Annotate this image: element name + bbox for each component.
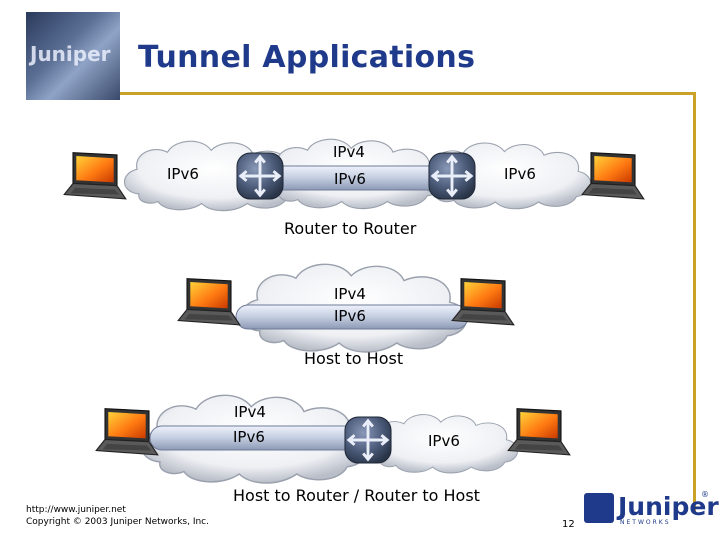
d3-right-label: IPv6 <box>428 432 460 450</box>
d3-top-label: IPv4 <box>234 403 266 421</box>
logo-subtitle: NETWORKS <box>620 519 671 526</box>
laptop-icon <box>177 278 241 326</box>
d3-caption: Host to Router / Router to Host <box>233 486 480 505</box>
page-number: 12 <box>562 519 575 530</box>
juniper-mark-icon <box>584 493 614 523</box>
logo-name: Juniper <box>618 492 719 521</box>
d2-tunnel-label: IPv6 <box>334 307 366 325</box>
d3-tunnel-label: IPv6 <box>233 428 265 446</box>
d1-caption: Router to Router <box>284 219 417 238</box>
d1-top-label: IPv4 <box>333 143 365 161</box>
laptop-icon <box>451 278 515 326</box>
laptop-icon <box>581 152 645 200</box>
header-rule <box>120 92 696 95</box>
slide-title: Tunnel Applications <box>138 40 476 75</box>
router-icon <box>344 416 392 464</box>
header-photo-text: Juniper <box>30 42 111 66</box>
d2-caption: Host to Host <box>304 349 404 368</box>
laptop-icon <box>507 408 571 456</box>
laptop-icon <box>95 408 159 456</box>
router-icon <box>428 152 476 200</box>
side-rule <box>693 92 696 512</box>
d1-left-label: IPv6 <box>167 165 199 183</box>
d2-top-label: IPv4 <box>334 285 366 303</box>
laptop-icon <box>63 152 127 200</box>
d1-tunnel-label: IPv6 <box>334 170 366 188</box>
footer-url[interactable]: http://www.juniper.net <box>26 505 126 515</box>
footer-copyright: Copyright © 2003 Juniper Networks, Inc. <box>26 517 209 527</box>
header-photo: Juniper <box>26 12 120 100</box>
router-icon <box>236 152 284 200</box>
d1-right-label: IPv6 <box>504 165 536 183</box>
logo-registered: ® <box>701 490 709 499</box>
juniper-logo: Juniper NETWORKS ® <box>584 490 719 528</box>
